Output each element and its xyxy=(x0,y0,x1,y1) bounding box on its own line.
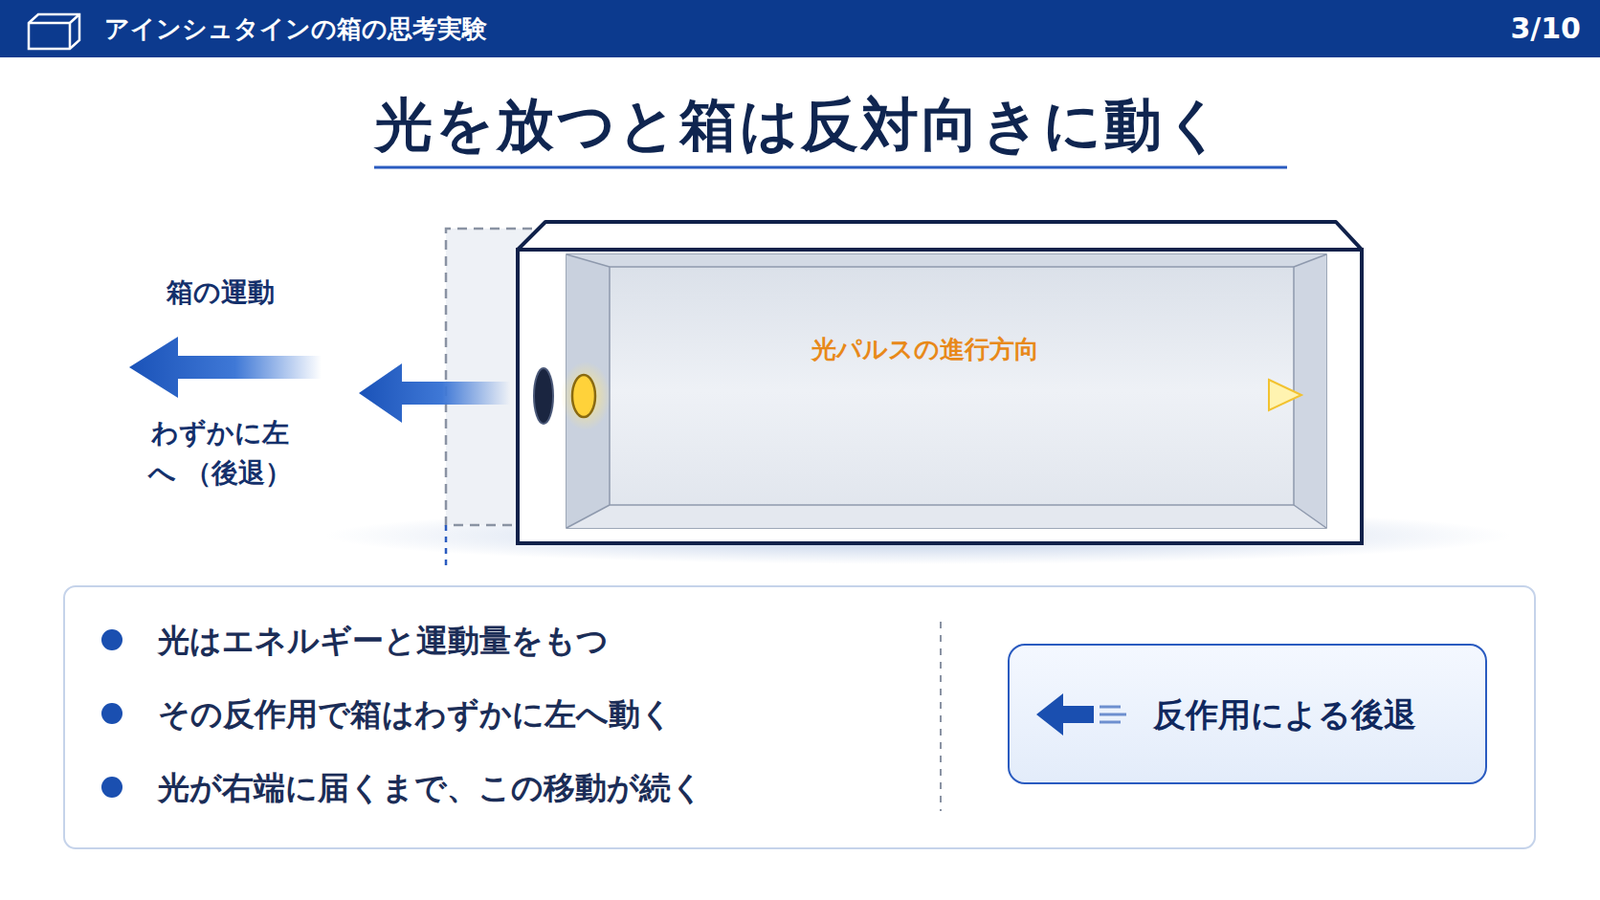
light-source xyxy=(572,375,596,418)
recoil-label: わずかに左へ （後退） xyxy=(124,413,316,494)
bullet-dot xyxy=(101,777,123,799)
bullet-dot xyxy=(101,629,123,651)
page-number: 3/10 xyxy=(1510,9,1581,48)
light-beam xyxy=(595,393,1273,399)
header-band: アインシュタインの箱の思考実験 3/10 xyxy=(0,0,1600,58)
panel-divider xyxy=(939,622,942,812)
beam-arrowhead xyxy=(1268,379,1302,411)
bullet-dot xyxy=(101,703,123,725)
emitter-back xyxy=(533,368,554,424)
info-panel-bg xyxy=(64,586,1535,849)
slide-title: 光を放つと箱は反対向きに動く xyxy=(0,89,1600,159)
recoil-callout-box: 反作用による後退 xyxy=(1007,644,1488,785)
cube-icon xyxy=(28,14,80,49)
bullet-text: その反作用で箱はわずかに左へ動く xyxy=(157,694,673,735)
beam-glow xyxy=(595,388,1273,402)
reference-line xyxy=(444,525,448,567)
bullet-text: 光はエネルギーと運動量をもつ xyxy=(157,621,609,662)
motion-label: 箱の運動 xyxy=(124,274,316,312)
beam-label: 光パルスの進行方向 xyxy=(733,333,1117,366)
callout-text: 反作用による後退 xyxy=(1153,693,1417,736)
header-title: アインシュタインの箱の思考実験 xyxy=(104,12,488,45)
motion-arrow xyxy=(129,336,322,399)
recoil-icon xyxy=(1034,686,1140,744)
header-bar xyxy=(0,0,1600,58)
title-underline xyxy=(374,166,1288,170)
recoil-arrow xyxy=(358,363,511,423)
bullet-text: 光が右端に届くまで、この移動が続く xyxy=(157,768,704,809)
einstein-box xyxy=(517,222,1362,544)
info-panel: 光はエネルギーと運動量をもつその反作用で箱はわずかに左へ動く光が右端に届くまで、… xyxy=(64,586,1535,849)
